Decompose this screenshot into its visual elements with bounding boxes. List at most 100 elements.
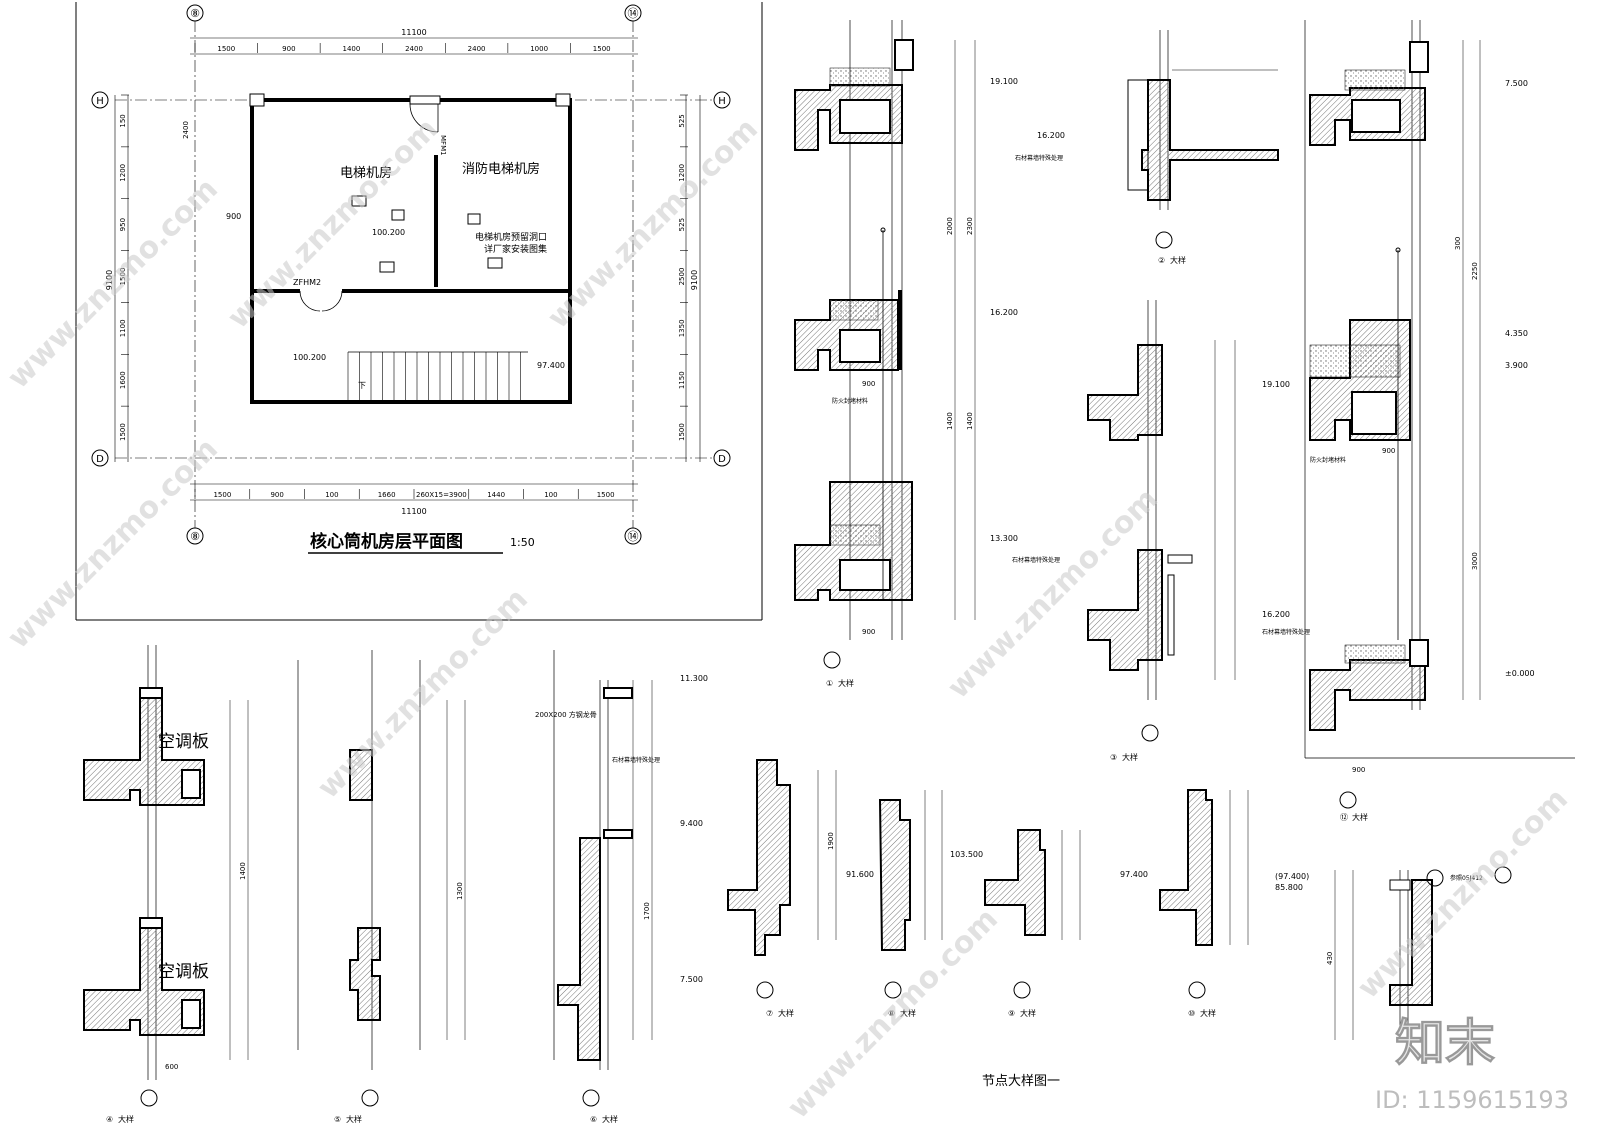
plan-right-dims-label: 1500 bbox=[678, 423, 686, 441]
d8-level-103-500: 103.500 bbox=[950, 850, 983, 859]
plan-left-dims-label: 1100 bbox=[119, 319, 127, 337]
d9-callout: ⑨ bbox=[1008, 1009, 1015, 1018]
plan-bot-dims-label: 1660 bbox=[378, 491, 396, 499]
plan-right-dims-label: 1150 bbox=[678, 371, 686, 389]
d11-dim-1250: 430 bbox=[1326, 952, 1334, 965]
d7-callout: ⑦ bbox=[766, 1009, 773, 1018]
detail-7: 1900 91.600 ⑦ 大样 bbox=[727, 759, 874, 1018]
watermark-logo: 知末 bbox=[1395, 1014, 1495, 1072]
d12-note-fire: 防火封堵材料 bbox=[1310, 456, 1346, 464]
room-elevator: 电梯机房 bbox=[340, 165, 392, 181]
d2-callout-label: 大样 bbox=[1170, 255, 1186, 265]
plan-right-dims-label: 1200 bbox=[678, 164, 686, 182]
axis-h-right: H bbox=[718, 96, 726, 107]
detail-3: 19.100 16.200 石材幕墙特殊处理 ③ 大样 bbox=[1087, 300, 1310, 762]
room-fire-elevator: 消防电梯机房 bbox=[462, 161, 540, 177]
d10-callout-label: 大样 bbox=[1200, 1008, 1216, 1018]
d1-dim-1400b: 1400 bbox=[966, 412, 974, 430]
d1-level-16-200: 16.200 bbox=[990, 308, 1018, 317]
elev-label-1: 100.200 bbox=[372, 228, 405, 237]
d12-callout: ⑫ bbox=[1340, 813, 1348, 822]
d7-callout-label: 大样 bbox=[778, 1008, 794, 1018]
plan-bot-dims-label: 100 bbox=[325, 491, 338, 499]
door-label-2: ZFHM2 bbox=[293, 278, 321, 287]
watermark: www.znzmo.com www.znzmo.com www.znzmo.co… bbox=[1, 112, 1575, 1126]
plan-top-dims-label: 1500 bbox=[593, 45, 611, 53]
watermark-text-3: www.znzmo.com bbox=[541, 112, 765, 336]
left-inner-dim: 2400 bbox=[182, 121, 190, 139]
stair-treads bbox=[347, 352, 521, 400]
d9-callout-label: 大样 bbox=[1020, 1008, 1036, 1018]
d1-dim-2300: 2300 bbox=[966, 217, 974, 235]
dim-900-label: 900 bbox=[226, 212, 241, 221]
plan-left-dims-label: 1200 bbox=[119, 164, 127, 182]
detail-2: 16.200 石材幕墙特殊处理 ② 大样 bbox=[1015, 30, 1279, 265]
plan-bot-dims-label: 260X15=3900 bbox=[416, 491, 467, 499]
plan-bot-dims-label: 1500 bbox=[213, 491, 231, 499]
right-total-dim: 9100 bbox=[690, 270, 699, 290]
plan-bot-dims-label: 100 bbox=[544, 491, 557, 499]
axis-left-bottom: ⑧ bbox=[190, 530, 200, 543]
d1-level-13-300: 13.300 bbox=[990, 534, 1018, 543]
axis-left-top: ⑧ bbox=[190, 7, 200, 20]
d1-dim-1400: 1400 bbox=[946, 412, 954, 430]
axis-right-bottom: ⑭ bbox=[628, 530, 639, 543]
left-total-dim: 9100 bbox=[105, 270, 114, 290]
plan-right-dims-label: 525 bbox=[678, 218, 686, 231]
d3-level-16-200: 16.200 bbox=[1262, 610, 1290, 619]
d4-ac-board-2: 空调板 bbox=[158, 962, 209, 982]
detail-8: 103.500 ⑧ 大样 bbox=[878, 790, 983, 1018]
d12-level-7-500: 7.500 bbox=[1505, 79, 1528, 88]
detail-4: 空调板 空调板 1400 600 ④ 大样 bbox=[83, 645, 249, 1124]
d3-level-19-100: 19.100 bbox=[1262, 380, 1290, 389]
d1-dim-900: 900 bbox=[862, 628, 875, 636]
watermark-text-5: www.znzmo.com bbox=[311, 582, 535, 806]
plan-top-dims-label: 1400 bbox=[343, 45, 361, 53]
d4-callout: ④ bbox=[106, 1115, 113, 1124]
d6-level-9-400: 9.400 bbox=[680, 819, 703, 828]
plan-title: 核心筒机房层平面图 bbox=[310, 531, 463, 552]
d6-callout-label: 大样 bbox=[602, 1114, 618, 1124]
d12-level-3-900: 3.900 bbox=[1505, 361, 1528, 370]
hole-note-1: 电梯机房预留洞口 bbox=[475, 231, 547, 243]
d12-dim-2500: 3000 bbox=[1471, 552, 1479, 570]
overall-dim-bottom: 11100 bbox=[401, 507, 426, 516]
detail-5: 1300 ⑤ 大样 bbox=[297, 650, 466, 1124]
plan-right-dims-label: 1350 bbox=[678, 319, 686, 337]
d1-note-fire: 防火封堵材料 bbox=[832, 397, 868, 405]
d8-callout-label: 大样 bbox=[900, 1008, 916, 1018]
axis-d-left: D bbox=[96, 454, 104, 465]
d6-dim-1900: 1700 bbox=[643, 902, 651, 920]
d7-dim-1300: 1900 bbox=[827, 832, 835, 850]
plan-top-dims-label: 1500 bbox=[217, 45, 235, 53]
d10-level-97-400: (97.400) bbox=[1275, 872, 1309, 881]
d5-callout-label: 大样 bbox=[346, 1114, 362, 1124]
d1-level-19-100: 19.100 bbox=[990, 77, 1018, 86]
plan-left-dims-label: 150 bbox=[119, 114, 127, 127]
watermark-id: ID: 1159615193 bbox=[1375, 1086, 1569, 1114]
axis-h-left: H bbox=[96, 96, 104, 107]
d12-dim-3000: 2250 bbox=[1471, 262, 1479, 280]
d3-note-stone: 石材幕墙特殊处理 bbox=[1262, 628, 1310, 636]
d1-note-stone: 石材幕墙特殊处理 bbox=[1012, 556, 1060, 564]
d1-dim-2000: 2000 bbox=[946, 217, 954, 235]
d6-level-11-300: 11.300 bbox=[680, 674, 708, 683]
hole-note-2: 详厂家安装图集 bbox=[484, 243, 547, 255]
watermark-text-8: www.znzmo.com bbox=[1351, 782, 1575, 1006]
d2-callout: ② bbox=[1158, 256, 1165, 265]
d5-dim-1700: 1300 bbox=[456, 882, 464, 900]
d12-callout-label: 大样 bbox=[1352, 812, 1368, 822]
d2-level-16-200: 16.200 bbox=[1037, 131, 1065, 140]
plan-bot-dims-label: 1440 bbox=[487, 491, 505, 499]
d9-level-97-400: 97.400 bbox=[1120, 870, 1148, 879]
d11-note-ref: 参照05J412 bbox=[1450, 874, 1483, 882]
d4-callout-label: 大样 bbox=[118, 1114, 134, 1124]
d12-dim-900: 900 bbox=[1382, 447, 1395, 455]
d12-level-4-350: 4.350 bbox=[1505, 329, 1528, 338]
watermark-text-1: www.znzmo.com bbox=[1, 172, 225, 396]
